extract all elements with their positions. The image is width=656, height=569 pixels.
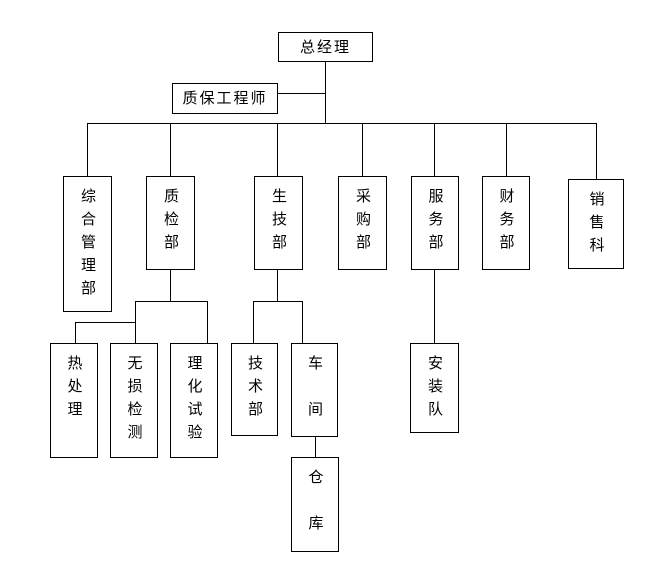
node-sales-section: 销售科: [568, 179, 624, 269]
connector-drop-finance: [506, 123, 507, 176]
node-finance-dept: 财务部: [482, 176, 530, 270]
node-installation-team: 安装队: [410, 343, 459, 433]
connector-pt-drop-workshop: [302, 301, 303, 343]
node-qa-engineer: 质保工程师: [172, 83, 278, 114]
node-technical-dept: 技术部: [231, 343, 278, 436]
node-quality-inspection-dept: 质检部: [146, 176, 195, 270]
connector-qi-stem: [170, 270, 171, 301]
connector-qi-bus-lower: [75, 322, 136, 323]
connector-drop-general-management: [87, 123, 88, 176]
node-service-dept: 服务部: [411, 176, 459, 270]
node-production-tech-dept: 生技部: [254, 176, 303, 270]
node-physchem-test: 理化试验: [170, 343, 218, 458]
connector-service-installation: [434, 270, 435, 343]
connector-qi-drop-heat: [75, 322, 76, 343]
connector-level2-bus: [87, 123, 597, 124]
node-general-manager: 总经理: [278, 32, 373, 62]
node-general-management-dept: 综合管理部: [63, 176, 112, 312]
connector-pt-drop-technical: [253, 301, 254, 343]
node-ndt: 无损检测: [110, 343, 158, 458]
connector-qi-drop-physchem: [207, 301, 208, 343]
connector-qi-bus-upper: [135, 301, 208, 302]
connector-pt-stem: [277, 270, 278, 301]
connector-drop-service: [434, 123, 435, 176]
connector-qa-to-gm: [278, 93, 326, 94]
connector-drop-purchasing: [362, 123, 363, 176]
connector-pt-bus: [253, 301, 303, 302]
connector-gm-vertical: [325, 62, 326, 123]
connector-workshop-warehouse: [315, 437, 316, 457]
node-purchasing-dept: 采购部: [338, 176, 387, 270]
connector-drop-quality-inspection: [170, 123, 171, 176]
node-heat-treatment: 热处理: [50, 343, 98, 458]
connector-drop-sales: [596, 123, 597, 179]
node-workshop: 车 间: [291, 343, 338, 437]
connector-drop-production-tech: [277, 123, 278, 176]
node-warehouse: 仓 库: [291, 457, 339, 552]
